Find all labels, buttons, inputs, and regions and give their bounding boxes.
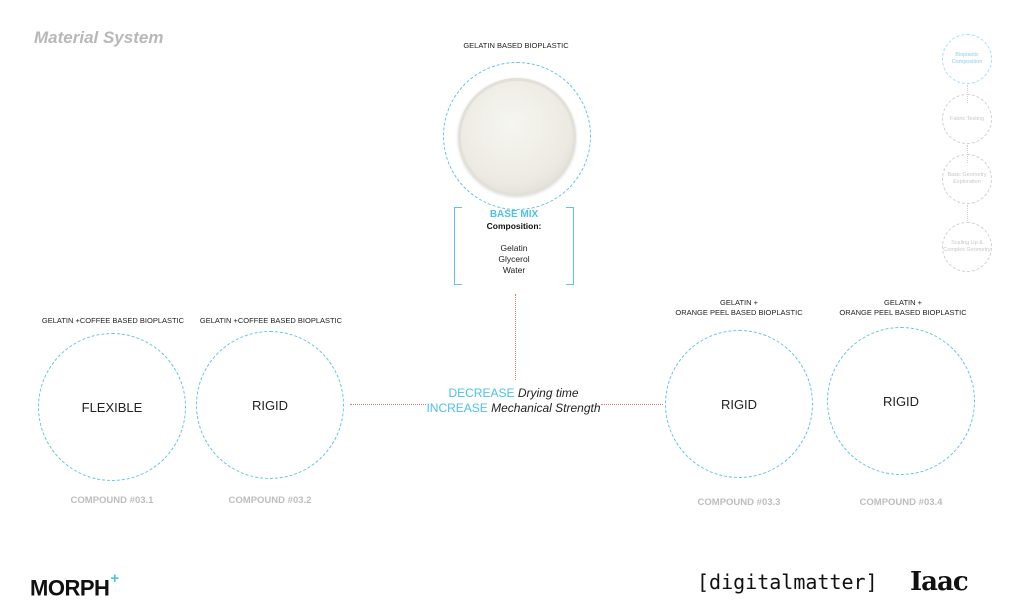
base-mix-title: BASE MIX bbox=[489, 209, 539, 220]
page-title: Material System bbox=[34, 28, 164, 47]
effect-increase: INCREASE Mechanical Strength bbox=[426, 401, 601, 416]
ingredient-glycerol: Glycerol bbox=[498, 254, 530, 264]
nav-step-2-label: Fabric Testing bbox=[949, 115, 985, 122]
morph-logo: MORPH+ bbox=[30, 570, 119, 601]
compound-1-state: FLEXIBLE bbox=[81, 399, 143, 415]
base-material-label: GELATIN BASED BIOPLASTIC bbox=[463, 41, 569, 50]
ingredient-gelatin: Gelatin bbox=[500, 243, 528, 253]
decrease-text: Drying time bbox=[517, 386, 579, 400]
base-material-circle bbox=[443, 62, 591, 210]
increase-keyword: INCREASE bbox=[426, 401, 488, 415]
compound-3-name: COMPOUND #03.3 bbox=[697, 497, 781, 508]
vertical-connector bbox=[515, 294, 516, 380]
right-bracket bbox=[566, 207, 574, 285]
nav-step-4-label: Scaling Up & Complex Geometry bbox=[943, 240, 991, 253]
composition-label: Composition: bbox=[486, 221, 542, 231]
decrease-keyword: DECREASE bbox=[448, 386, 515, 400]
compound-2-name: COMPOUND #03.2 bbox=[228, 495, 312, 506]
compound-4-material-label-1: GELATIN + bbox=[884, 298, 922, 307]
compound-2-material-label: GELATIN +COFFEE BASED BIOPLASTIC bbox=[199, 316, 343, 325]
nav-step-basic-geometry[interactable]: Basic Geometry Exploration bbox=[942, 154, 992, 204]
compound-3-material-label-1: GELATIN + bbox=[720, 298, 758, 307]
nav-step-1-label: Bioplastic Composition bbox=[951, 52, 983, 65]
right-connector bbox=[601, 404, 663, 405]
compound-1-name: COMPOUND #03.1 bbox=[70, 495, 154, 506]
compound-4-name: COMPOUND #03.4 bbox=[859, 497, 943, 508]
nav-step-fabric-testing[interactable]: Fabric Testing bbox=[942, 94, 992, 144]
morph-logo-plus: + bbox=[110, 570, 119, 587]
compound-3-circle: RIGID bbox=[665, 330, 813, 478]
compound-4-circle: RIGID bbox=[827, 327, 975, 475]
nav-link-3 bbox=[967, 205, 968, 223]
compound-4-material-label-2: ORANGE PEEL BASED BIOPLASTIC bbox=[839, 308, 967, 317]
left-bracket bbox=[454, 207, 462, 285]
compound-1-material-label: GELATIN +COFFEE BASED BIOPLASTIC bbox=[41, 316, 185, 325]
gelatin-sample-image bbox=[458, 78, 576, 196]
nav-step-bioplastic-composition[interactable]: Bioplastic Composition bbox=[942, 34, 992, 84]
left-connector bbox=[350, 404, 426, 405]
compound-1-circle: FLEXIBLE bbox=[38, 333, 186, 481]
compound-3-material-label-2: ORANGE PEEL BASED BIOPLASTIC bbox=[675, 308, 803, 317]
morph-logo-text: MORPH bbox=[30, 575, 110, 601]
compound-2-state: RIGID bbox=[251, 397, 289, 413]
nav-step-scaling-up[interactable]: Scaling Up & Complex Geometry bbox=[942, 222, 992, 272]
compound-4-state: RIGID bbox=[882, 393, 920, 409]
ingredient-water: Water bbox=[502, 265, 526, 275]
compound-3-state: RIGID bbox=[720, 396, 758, 412]
nav-step-3-label: Basic Geometry Exploration bbox=[947, 172, 987, 185]
compound-2-circle: RIGID bbox=[196, 331, 344, 479]
iaac-logo: Iaac bbox=[910, 567, 969, 597]
effect-decrease: DECREASE Drying time bbox=[426, 386, 601, 401]
digitalmatter-logo: [digitalmatter] bbox=[697, 570, 878, 594]
increase-text: Mechanical Strength bbox=[491, 401, 601, 415]
